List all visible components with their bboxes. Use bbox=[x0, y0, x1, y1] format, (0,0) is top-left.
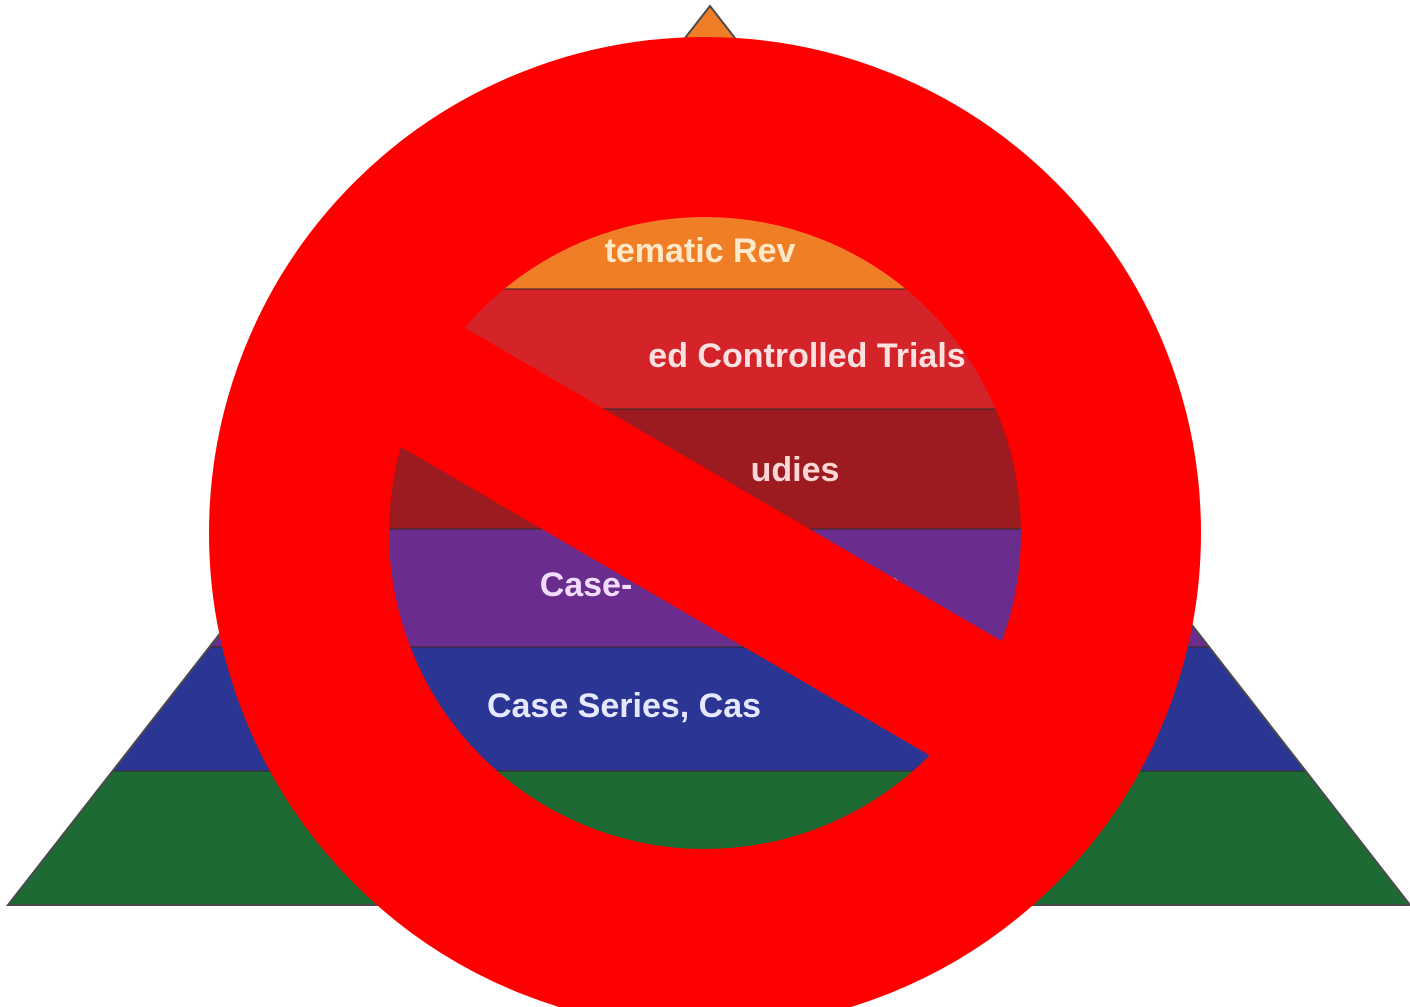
tier-label-cohort-studies: udies bbox=[751, 451, 840, 489]
prohibition-slash bbox=[370, 312, 1031, 775]
prohibition-ring bbox=[209, 37, 1201, 1007]
no-symbol-icon bbox=[209, 37, 1201, 1007]
tier-label-randomized-controlled-trials: ed Controlled Trials bbox=[648, 337, 965, 375]
tier-label-case-series: Case Series, Cas bbox=[487, 687, 761, 725]
tier-label-systematic-reviews: tematic Rev bbox=[605, 232, 796, 270]
